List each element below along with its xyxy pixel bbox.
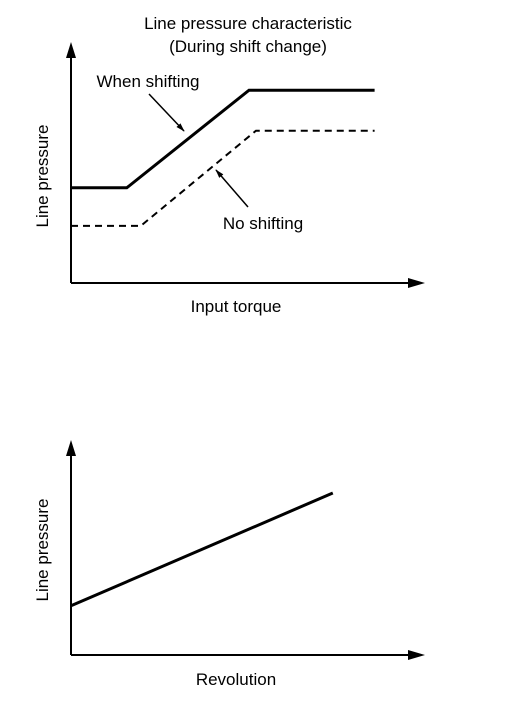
chart-1-annotation-when-shifting: When shifting bbox=[97, 72, 200, 91]
chart-line-pressure-vs-input-torque: Line pressure characteristic (During shi… bbox=[33, 14, 425, 316]
chart-1-pointer-when-shifting bbox=[148, 93, 185, 132]
chart-2-series-line bbox=[70, 491, 334, 608]
chart-2-xlabel: Revolution bbox=[196, 670, 276, 689]
chart-2-x-axis-arrow bbox=[408, 650, 425, 660]
chart-line-pressure-vs-revolution: Line pressure Revolution bbox=[33, 440, 425, 689]
chart-1-series-no-shifting-line bbox=[71, 129, 375, 227]
chart-1-y-axis-arrow bbox=[66, 42, 76, 58]
chart-1-ylabel: Line pressure bbox=[33, 124, 52, 227]
chart-1-title: Line pressure characteristic bbox=[144, 14, 352, 33]
chart-1-annotation-no-shifting: No shifting bbox=[223, 214, 303, 233]
chart-1-series-when-shifting-line bbox=[71, 88, 375, 190]
chart-1-pointer-no-shifting bbox=[215, 169, 249, 208]
chart-2-ylabel: Line pressure bbox=[33, 498, 52, 601]
chart-1-subtitle: (During shift change) bbox=[169, 37, 327, 56]
chart-1-xlabel: Input torque bbox=[191, 297, 282, 316]
chart-1-x-axis-arrow bbox=[408, 278, 425, 288]
chart-2-y-axis-arrow bbox=[66, 440, 76, 456]
